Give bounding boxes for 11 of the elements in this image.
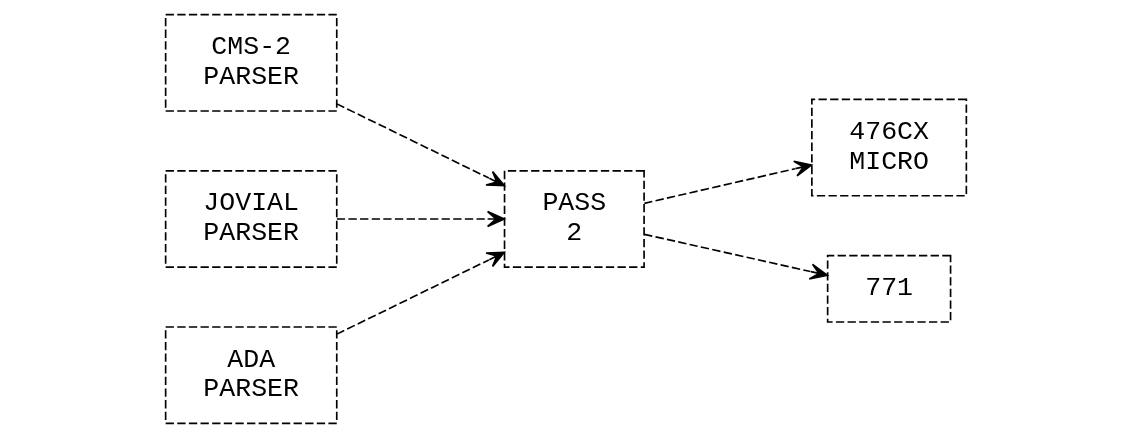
node-box: 476CX MICRO: [811, 98, 968, 197]
node-box: CMS-2 PARSER: [164, 13, 338, 112]
arrow: [643, 160, 813, 205]
node-box: JOVIAL PARSER: [164, 170, 338, 268]
node-box: 771: [826, 254, 952, 323]
node-box: PASS 2: [503, 170, 645, 268]
node-box: ADA PARSER: [164, 326, 338, 425]
arrow: [336, 251, 506, 335]
arrow: [643, 233, 828, 280]
arrow: [336, 210, 506, 228]
arrow: [336, 103, 506, 187]
